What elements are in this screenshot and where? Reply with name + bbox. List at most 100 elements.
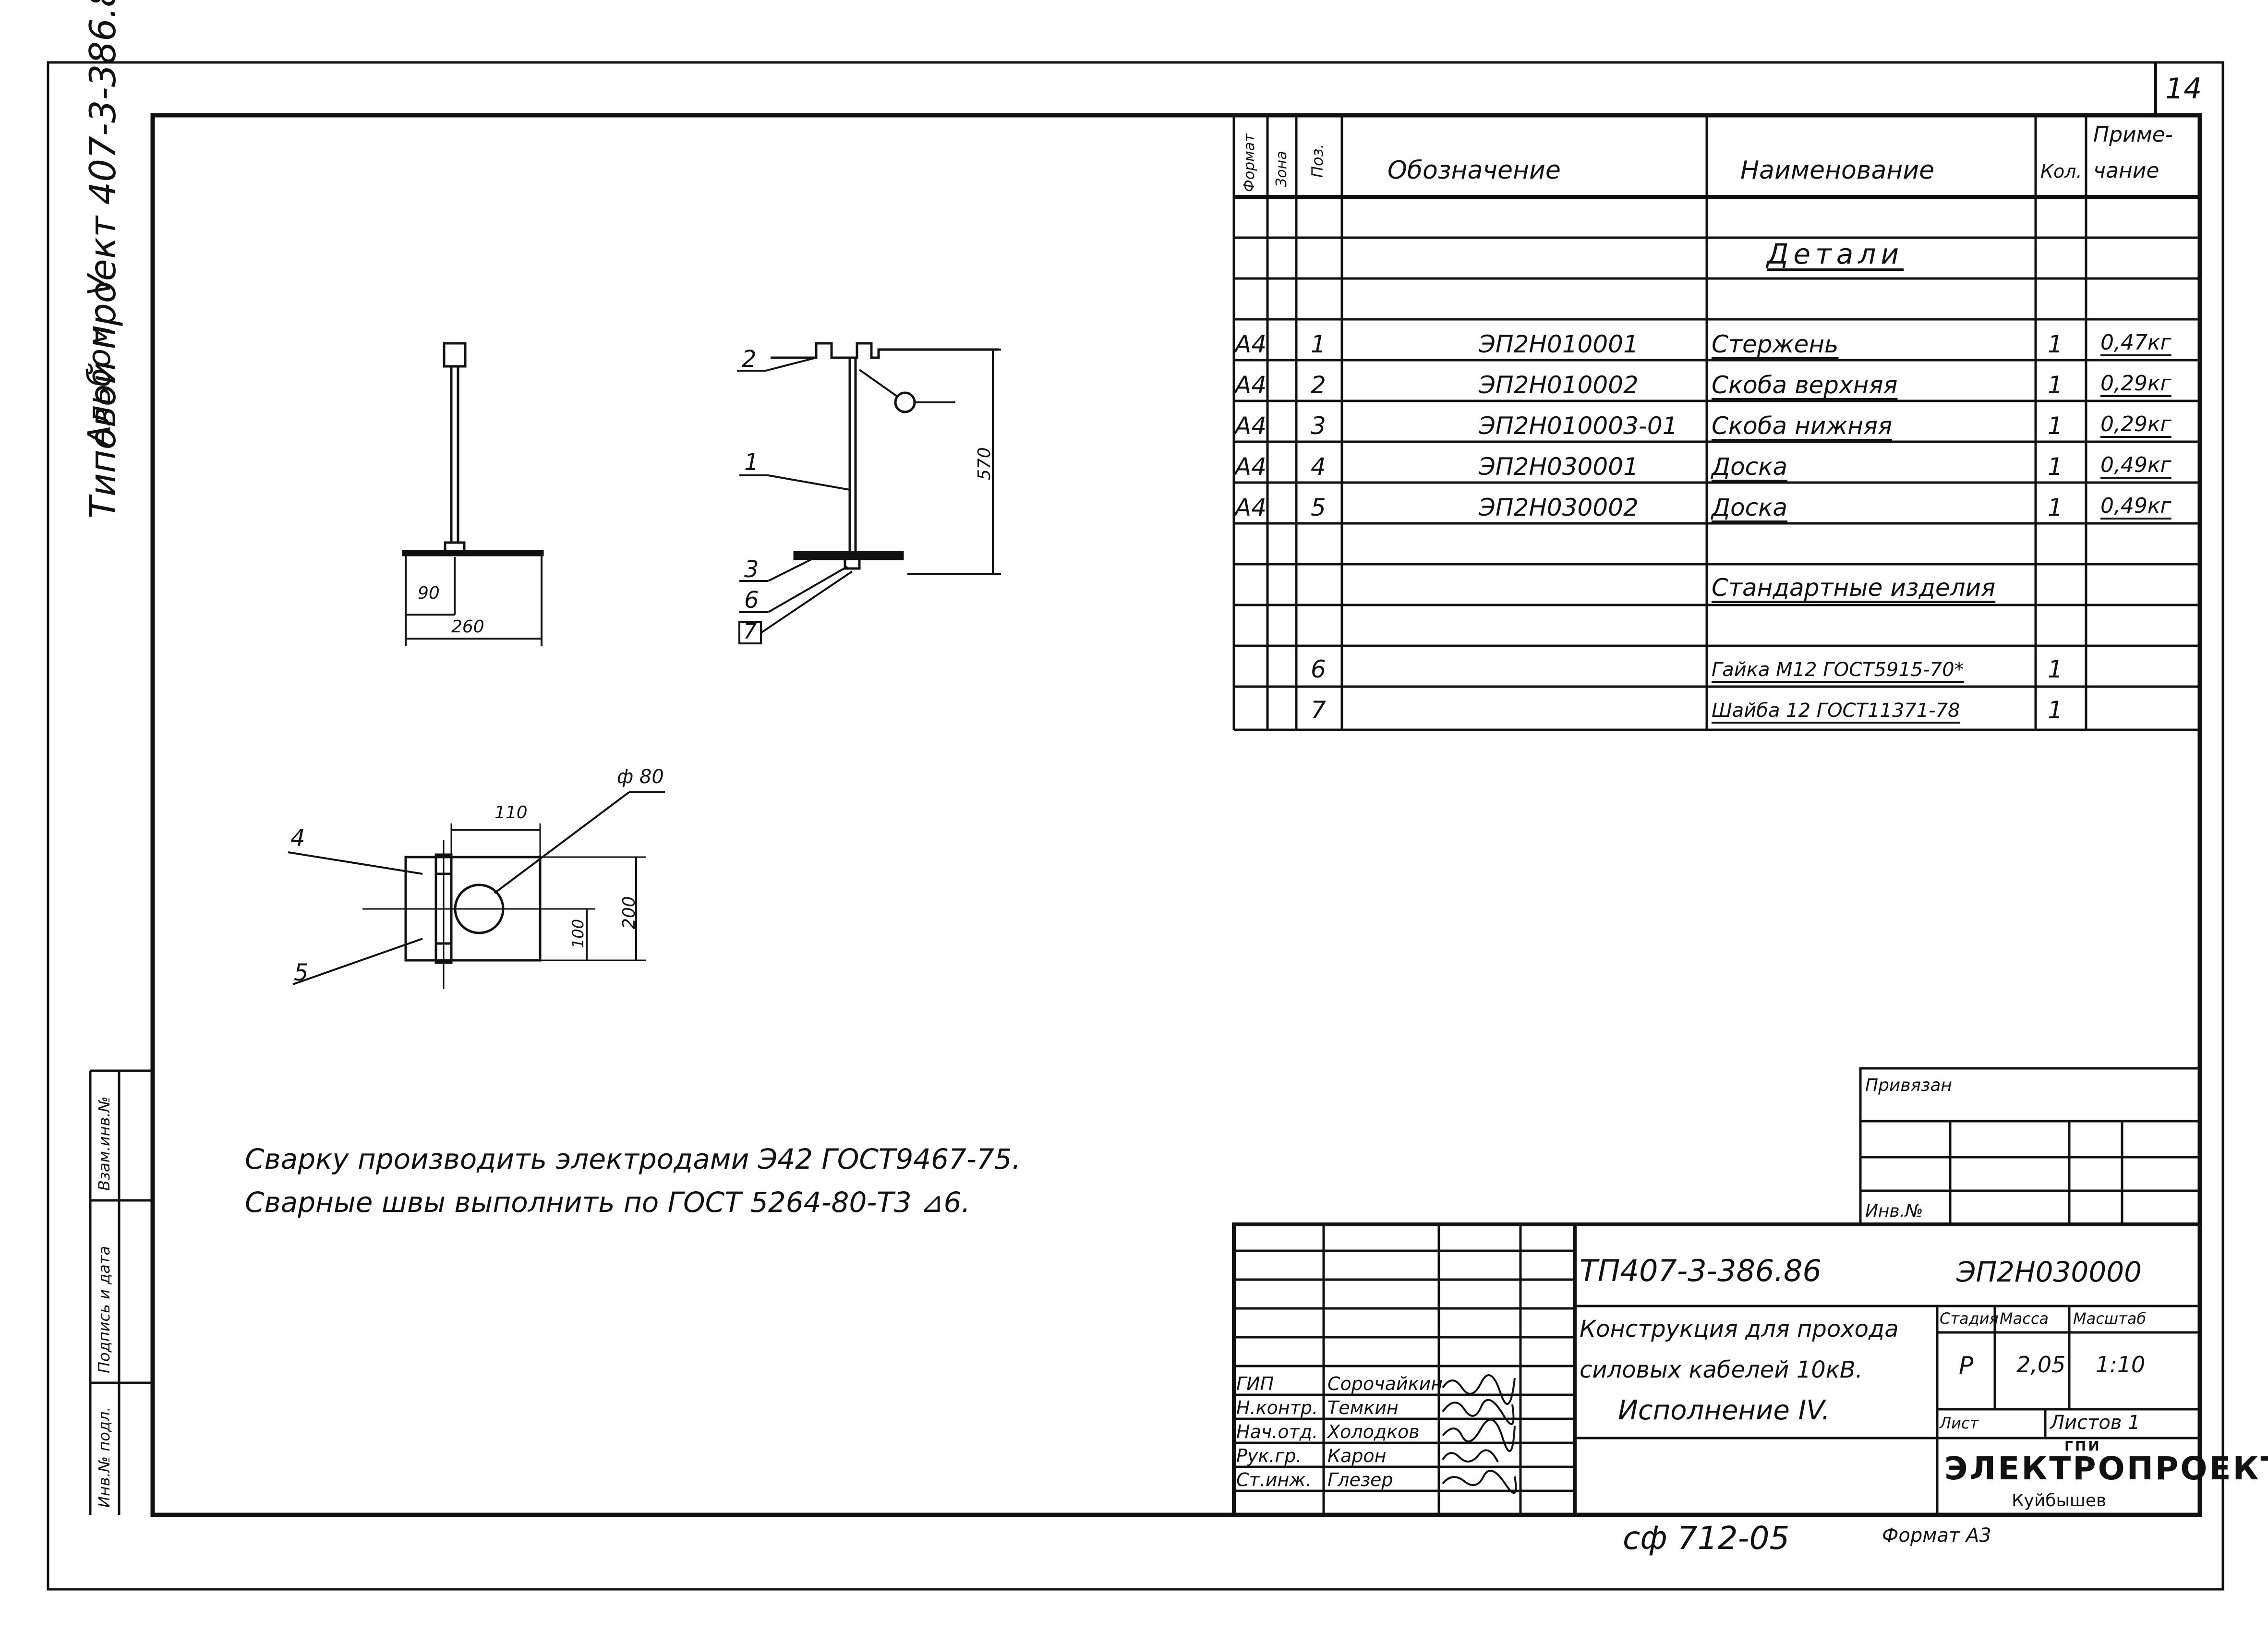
bottom-code: сф 712-05 — [1623, 1520, 1790, 1557]
tb-mass: 2,05 — [2016, 1352, 2066, 1378]
tb-stage: Р — [1959, 1352, 1974, 1379]
title-block-lines — [1232, 1222, 2202, 1517]
row4-designation: ЭП2Н030001 — [1479, 453, 1639, 481]
row1-pos: 1 — [1311, 330, 1326, 358]
front-nut — [444, 541, 466, 553]
outer-border — [47, 61, 2224, 1591]
row4-format: А4 — [1235, 453, 1267, 481]
section-details: Детали — [1767, 238, 1904, 270]
page-number: 14 — [2165, 72, 2202, 106]
callout-3: 3 — [744, 556, 759, 583]
row3-format: А4 — [1235, 412, 1267, 440]
row4-note: 0,49кг — [2100, 453, 2171, 477]
row4-qty: 1 — [2048, 453, 2063, 481]
note-line-2: Сварные швы выполнить по ГОСТ 5264-80-Т3… — [245, 1186, 970, 1219]
callout-6: 6 — [744, 587, 759, 614]
binding-title: Привязан — [1865, 1076, 1952, 1095]
tb-sheet-label: Лист — [1940, 1414, 1979, 1432]
binding-inv: Инв.№ — [1865, 1201, 1923, 1221]
inner-frame — [150, 113, 2202, 1517]
row1-note: 0,47кг — [2100, 330, 2171, 355]
row5-format: А4 — [1235, 494, 1267, 521]
callout-1: 1 — [744, 449, 759, 476]
tb-name-5: Глезер — [1327, 1469, 1393, 1490]
row1-qty: 1 — [2048, 330, 2063, 358]
row2-name: Скоба верхняя — [1712, 371, 1898, 399]
row3-qty: 1 — [2048, 412, 2063, 440]
row5-pos: 5 — [1311, 494, 1326, 521]
tb-name-4: Карон — [1327, 1445, 1387, 1466]
tb-scale-label: Масштаб — [2073, 1309, 2147, 1328]
hdr-format: Формат — [1241, 133, 1258, 192]
row5-note: 0,49кг — [2100, 494, 2171, 518]
tb-role-4: Рук.гр. — [1236, 1445, 1302, 1466]
row2-qty: 1 — [2048, 371, 2063, 399]
tb-scale: 1:10 — [2096, 1352, 2146, 1378]
front-plate — [402, 550, 544, 556]
std2-qty: 1 — [2048, 696, 2063, 724]
tb-org-small: ГПИ — [2064, 1438, 2101, 1454]
tb-doc-code: ТП407-3-386.86 — [1580, 1253, 1822, 1288]
dim-90: 90 — [418, 583, 440, 603]
row2-format: А4 — [1235, 371, 1267, 399]
tb-name-1: Сорочайкин — [1327, 1373, 1443, 1394]
tb-stage-label: Стадия — [1940, 1309, 1999, 1328]
section-standard: Стандартные изделия — [1712, 574, 1996, 602]
tb-role-5: Ст.инж. — [1236, 1469, 1312, 1490]
tb-title-2: силовых кабелей 10кВ. — [1580, 1356, 1863, 1383]
album-numeral: V — [82, 274, 118, 296]
row2-pos: 2 — [1311, 371, 1326, 399]
row5-designation: ЭП2Н030002 — [1479, 494, 1639, 521]
row3-note: 0,29кг — [2100, 412, 2171, 436]
std1-name: Гайка М12 ГОСТ5915-70* — [1712, 659, 1964, 681]
drawing-view-plan — [288, 791, 665, 989]
row3-pos: 3 — [1311, 412, 1326, 440]
tb-org: ЭЛЕКТРОПРОЕКТ — [1944, 1450, 2268, 1487]
row5-qty: 1 — [2048, 494, 2063, 521]
callout-7: 7 — [743, 619, 757, 644]
tb-mass-label: Масса — [2000, 1309, 2049, 1328]
row5-name: Доска — [1712, 494, 1787, 521]
tb-name-3: Холодков — [1327, 1421, 1420, 1442]
album-label: Альбом V — [82, 275, 118, 447]
std1-pos: 6 — [1311, 655, 1326, 683]
row1-designation: ЭП2Н010001 — [1479, 330, 1639, 358]
dim-phi80: ф 80 — [617, 766, 664, 788]
row2-note: 0,29кг — [2100, 371, 2171, 396]
dim-260: 260 — [451, 617, 484, 637]
callout-2: 2 — [742, 346, 757, 373]
hdr-note-1: Приме- — [2093, 122, 2173, 147]
dim-110: 110 — [495, 803, 528, 822]
row3-designation: ЭП2Н010003-01 — [1479, 412, 1678, 440]
tb-name-2: Темкин — [1327, 1397, 1399, 1418]
hdr-name: Наименование — [1740, 156, 1935, 185]
tb-title-3: Исполнение IV. — [1618, 1395, 1830, 1426]
row4-name: Доска — [1712, 453, 1787, 481]
drawing-view-side — [737, 342, 1001, 644]
tb-city: Куйбышев — [2012, 1491, 2107, 1511]
callout-4: 4 — [290, 825, 305, 852]
drawing-view-front — [402, 342, 544, 646]
format-label: Формат А3 — [1882, 1524, 1991, 1547]
side-stamp-inv-podl: Инв.№ подл. — [95, 1406, 113, 1508]
rod-cap — [443, 342, 467, 368]
tb-title-1: Конструкция для прохода — [1580, 1316, 1899, 1343]
dim-200: 200 — [619, 896, 639, 929]
row2-designation: ЭП2Н010002 — [1479, 371, 1639, 399]
dim-570: 570 — [975, 447, 994, 480]
std2-name: Шайба 12 ГОСТ11371-78 — [1712, 700, 1960, 722]
hdr-pos: Поз. — [1308, 144, 1327, 178]
row4-pos: 4 — [1311, 453, 1326, 481]
side-stamp-vzam-inv: Взам.инв.№ — [95, 1096, 113, 1191]
row1-format: А4 — [1235, 330, 1267, 358]
side-stamp-sign-date: Подпись и дата — [95, 1246, 113, 1373]
row3-name: Скоба нижняя — [1712, 412, 1893, 440]
tb-role-1: ГИП — [1236, 1373, 1274, 1394]
note-line-1: Сварку производить электродами Э42 ГОСТ9… — [245, 1143, 1021, 1175]
tb-role-2: Н.контр. — [1236, 1397, 1318, 1418]
tb-role-3: Нач.отд. — [1236, 1421, 1318, 1442]
hdr-note-2: чание — [2093, 158, 2159, 183]
callout-5: 5 — [294, 959, 309, 986]
